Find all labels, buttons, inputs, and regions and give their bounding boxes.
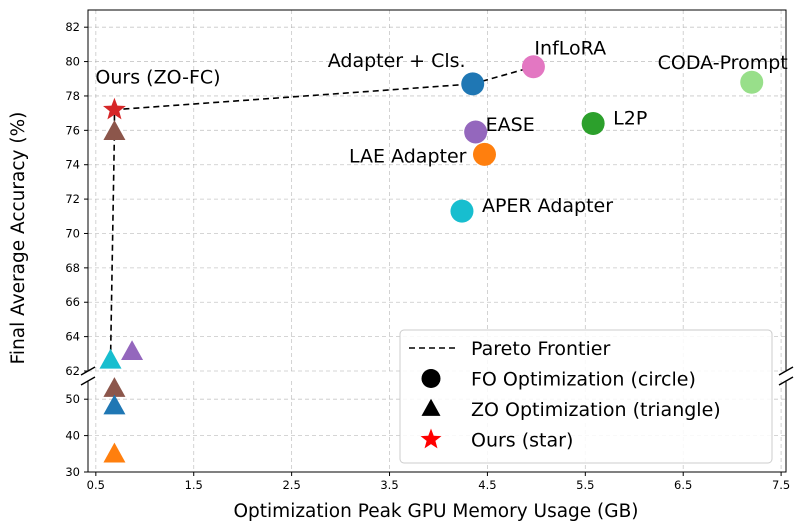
x-tick-label: 3.5 [380, 478, 398, 492]
point-label: L2P [613, 107, 647, 129]
triangle-marker [121, 340, 144, 361]
x-tick-label: 2.5 [282, 478, 300, 492]
point-label: CODA-Prompt [658, 52, 788, 74]
triangle-marker [103, 377, 126, 397]
y-tick-label: 72 [65, 192, 80, 206]
point-label: InfLoRA [534, 38, 606, 60]
y-tick-label: 50 [65, 392, 80, 406]
legend: Pareto Frontier FO Optimization (circle) Z… [399, 329, 773, 464]
circle-marker [740, 70, 764, 94]
axis-break-mark [80, 376, 96, 386]
upper-axes-frame [87, 9, 787, 371]
circle-marker [421, 369, 441, 388]
y-tick-label: 62 [65, 364, 80, 378]
y-tick-label: 66 [65, 295, 80, 309]
legend-label: Pareto Frontier [471, 338, 610, 360]
y-tick-label: 40 [65, 429, 80, 443]
star-marker [103, 97, 126, 120]
triangle-marker [421, 398, 441, 416]
circle-marker [521, 55, 545, 79]
circle-marker [581, 111, 605, 135]
legend-label: ZO Optimization (triangle) [471, 399, 721, 421]
y-tick-label: 64 [65, 330, 80, 344]
axis-break-mark [778, 376, 794, 386]
circle-marker [461, 72, 485, 96]
circle-marker [450, 199, 474, 223]
point-label: LAE Adapter [349, 145, 467, 167]
point-label: Ours (ZO-FC) [95, 67, 220, 89]
star-marker [420, 428, 442, 449]
y-tick-label: 80 [65, 55, 80, 69]
circle-marker [472, 142, 496, 166]
triangle-marker [99, 348, 122, 369]
x-tick-label: 4.5 [478, 478, 496, 492]
legend-label: Ours (star) [471, 430, 573, 452]
y-tick-label: 68 [65, 261, 80, 275]
x-tick-label: 0.5 [87, 478, 105, 492]
y-tick-label: 70 [65, 226, 80, 240]
axis-break-mark [778, 366, 794, 376]
y-tick-label: 30 [65, 465, 80, 479]
circle-marker [464, 120, 488, 144]
x-tick-label: 6.5 [674, 478, 692, 492]
y-axis-title: Final Average Accuracy (%) [8, 112, 29, 365]
data-points [99, 55, 764, 463]
point-label: Adapter + Cls. [328, 50, 466, 72]
y-tick-label: 74 [65, 158, 80, 172]
legend-box [399, 329, 773, 464]
x-tick-label: 5.5 [576, 478, 594, 492]
x-axis-title: Optimization Peak GPU Memory Usage (GB) [233, 501, 638, 522]
x-tick-label: 7.5 [772, 478, 790, 492]
y-tick-label: 82 [65, 20, 80, 34]
triangle-marker [103, 120, 126, 140]
triangle-marker [103, 442, 126, 463]
y-tick-label: 76 [65, 123, 80, 137]
lower-axes-frame [87, 381, 787, 473]
point-label: APER Adapter [482, 195, 613, 217]
triangle-marker [103, 394, 126, 415]
y-tick-label: 78 [65, 89, 80, 103]
x-tick-label: 1.5 [185, 478, 203, 492]
legend-label: FO Optimization (circle) [471, 369, 696, 391]
axes: 0.5 1.5 2.5 3.5 4.5 5.5 6.5 7.5 62 64 66 68 70 72 74 76… [65, 9, 794, 492]
point-label: EASE [486, 114, 535, 136]
